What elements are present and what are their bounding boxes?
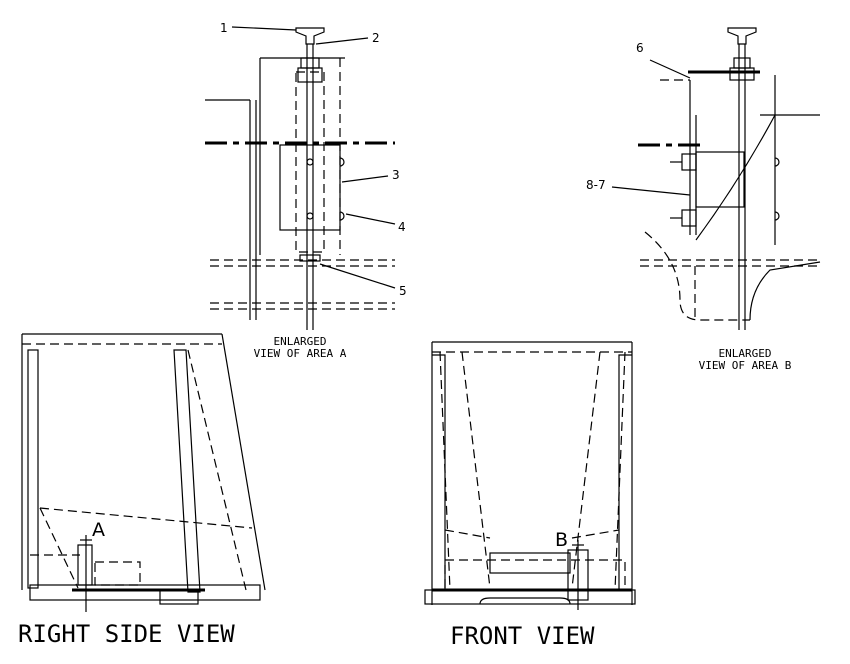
leader-1 — [231, 26, 297, 31]
area-marker-a: A — [92, 519, 105, 541]
leader-5 — [319, 263, 396, 289]
callout-5: 5 — [399, 284, 407, 298]
caption-enlarged-a-line1: ENLARGED — [274, 335, 327, 348]
enlarged-view-area-b: 6 8-7 ENLARGED VIEW OF AREA B — [586, 27, 821, 372]
callout-6: 6 — [636, 41, 644, 55]
leader-4 — [345, 213, 396, 225]
caption-enlarged-a-line2: VIEW OF AREA A — [254, 347, 347, 360]
leader-3 — [341, 175, 389, 183]
front-view: B FRONT VIEW — [424, 341, 636, 650]
bracket-plate — [279, 144, 341, 231]
enlarged-view-area-a: 1 2 3 4 5 ENLARGED VIEW OF AREA A — [205, 21, 407, 360]
callout-8-7: 8-7 — [586, 178, 606, 192]
callout-3: 3 — [392, 168, 400, 182]
area-marker-b: B — [555, 529, 568, 551]
callout-1: 1 — [220, 21, 228, 35]
caption-front-view: FRONT VIEW — [450, 622, 595, 650]
pull-handle — [295, 27, 325, 45]
caption-enlarged-b-line1: ENLARGED — [719, 347, 772, 360]
pull-handle-b — [727, 27, 757, 45]
callout-2: 2 — [372, 31, 380, 45]
callout-4: 4 — [398, 220, 406, 234]
caption-enlarged-b-line2: VIEW OF AREA B — [699, 359, 792, 372]
nut — [300, 57, 320, 69]
leader-6 — [649, 59, 691, 79]
caption-right-side-view: RIGHT SIDE VIEW — [18, 620, 235, 648]
right-side-view: A RIGHT SIDE VIEW — [18, 333, 266, 648]
leader-8-7 — [611, 186, 691, 196]
leader-2 — [315, 37, 369, 45]
